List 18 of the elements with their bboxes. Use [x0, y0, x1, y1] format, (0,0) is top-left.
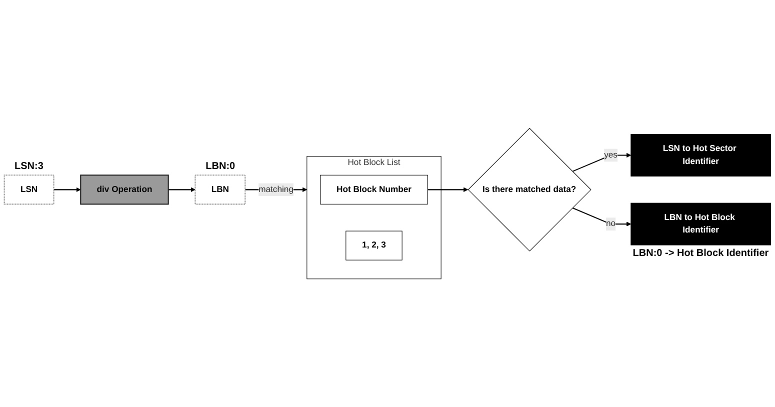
node-box: LBN — [194, 174, 246, 205]
arrow — [428, 187, 468, 192]
edge-label: matching — [258, 184, 294, 194]
node-caption: LBN:0 -> Hot Block Identifier — [632, 248, 769, 259]
node-box: LBN to Hot Block Identifier — [630, 202, 771, 246]
node-diamond: Is there matched data? — [468, 128, 592, 252]
node-box: 1, 2, 3 — [346, 230, 402, 260]
node-box: LSN — [4, 174, 54, 205]
arrow — [572, 207, 632, 226]
node-caption: LBN:0 — [206, 161, 236, 172]
node-box: Hot Block Number — [320, 174, 428, 204]
node-box: LSN to Hot Sector Identifier — [630, 134, 771, 176]
arrow — [168, 187, 196, 192]
edge-label: yes — [604, 150, 618, 160]
edge-label: no — [606, 219, 616, 228]
node-caption: LSN:3 — [14, 161, 44, 172]
node-box: div Operation — [80, 174, 169, 205]
arrow — [54, 187, 81, 192]
